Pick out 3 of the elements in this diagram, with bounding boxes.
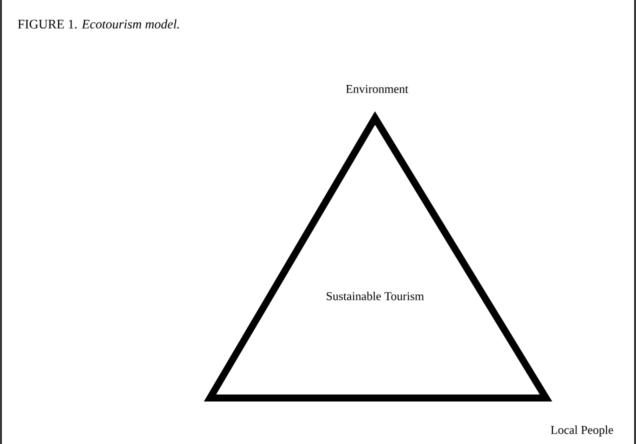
vertex-label: Local People: [550, 426, 614, 436]
vertex-label: Environment: [346, 84, 408, 94]
figure-title: FIGURE 1. Ecotourism model.: [18, 19, 179, 29]
